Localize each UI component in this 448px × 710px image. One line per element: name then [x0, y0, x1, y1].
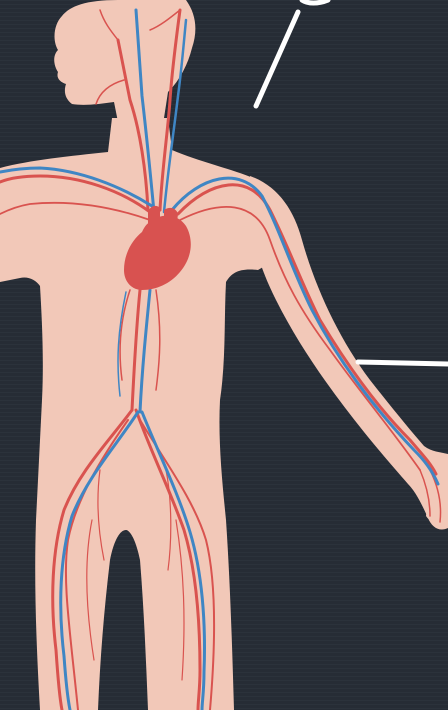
pointer-line-arm	[358, 362, 448, 364]
